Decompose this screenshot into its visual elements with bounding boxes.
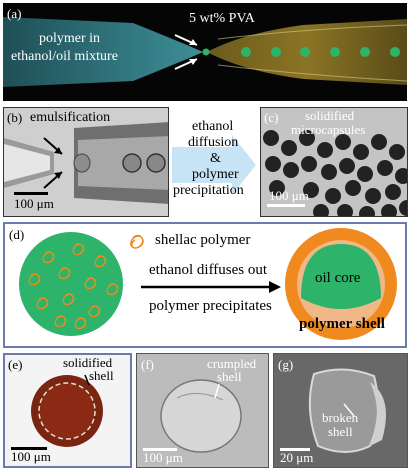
- outer-fluid-label: 5 wt% PVA: [189, 11, 255, 26]
- shell-annotation: shell: [217, 369, 242, 384]
- panel-c: (c) solidified microcapsules 100 μm: [260, 107, 408, 217]
- process-arrow: ethanol diffusion & polymer precipitatio…: [170, 107, 258, 217]
- panel-b: (b) emulsification 100 μm: [3, 107, 169, 217]
- panel-label: (b): [7, 110, 23, 125]
- droplet: [360, 47, 370, 57]
- droplet: [241, 47, 251, 57]
- panel-label: (g): [278, 357, 294, 372]
- scale-bar: [280, 448, 310, 451]
- droplet: [390, 47, 400, 57]
- process-arrow-shape: [172, 135, 256, 195]
- process-step-label: polymer: [192, 167, 239, 182]
- panel-g: (g) broken shell 20 μm: [273, 353, 408, 468]
- droplet: [202, 48, 210, 56]
- core-label: oil core: [315, 270, 361, 286]
- microcapsules-micrograph: [261, 108, 407, 216]
- shell-annotation: shell: [328, 424, 353, 439]
- panel-label: (d): [9, 227, 25, 242]
- scale-bar: [267, 204, 305, 207]
- panel-label: (a): [7, 6, 22, 21]
- process-step-label: &: [210, 151, 221, 166]
- panel-label: (f): [141, 357, 154, 372]
- shell-annotation: shell: [89, 368, 114, 383]
- droplet: [300, 47, 310, 57]
- scale-bar-label: 20 μm: [280, 450, 314, 465]
- shell-label: polymer shell: [299, 316, 385, 332]
- panel-e: (e) solidified shell 100 μm: [3, 353, 132, 468]
- broken-capsule-image: [274, 354, 407, 467]
- panel-a: (a) polymer in ethanol/oil mixture 5 wt%…: [3, 3, 407, 101]
- polymer-legend-icon: [130, 234, 144, 249]
- shell-annotation: solidified: [63, 355, 113, 370]
- mechanism-schematic: [19, 228, 397, 340]
- process-step-label: precipitation: [173, 183, 244, 198]
- panel-label: (c): [264, 110, 279, 125]
- scale-bar: [11, 447, 47, 450]
- droplet: [330, 47, 340, 57]
- legend-label: shellac polymer: [155, 232, 251, 248]
- scale-bar-label: 100 μm: [14, 196, 54, 211]
- panel-title: emulsification: [30, 110, 111, 125]
- solidified-capsule-image: [31, 374, 103, 447]
- scale-bar: [143, 448, 177, 451]
- process-step-label: diffusion: [188, 135, 239, 150]
- capillary-illustration: [3, 17, 407, 87]
- scale-bar-label: 100 μm: [143, 450, 183, 465]
- panel-title: solidified: [305, 108, 355, 123]
- panel-label: (e): [8, 357, 23, 372]
- arrow-label-top: ethanol diffuses out: [149, 262, 268, 278]
- oil-core: [301, 244, 381, 309]
- arrow-label-bottom: polymer precipitates: [149, 298, 272, 314]
- panel-d: (d) shellac polymer ethanol diffuses out…: [3, 222, 407, 348]
- panel-f: (f) crumpled shell 100 μm: [136, 353, 269, 468]
- process-step-label: ethanol: [192, 119, 234, 134]
- emulsification-micrograph: [4, 108, 168, 216]
- shell-annotation: broken: [322, 410, 359, 425]
- shell-annotation: crumpled: [207, 356, 257, 371]
- droplet: [271, 47, 281, 57]
- scale-bar-label: 100 μm: [269, 188, 309, 203]
- inlet-fluid-label: polymer in: [39, 31, 101, 46]
- scale-bar-label: 100 μm: [11, 449, 51, 464]
- inner-capillary: [3, 17, 203, 87]
- inlet-fluid-label: ethanol/oil mixture: [11, 49, 118, 64]
- scale-bar: [14, 192, 48, 195]
- panel-title: microcapsules: [291, 122, 366, 137]
